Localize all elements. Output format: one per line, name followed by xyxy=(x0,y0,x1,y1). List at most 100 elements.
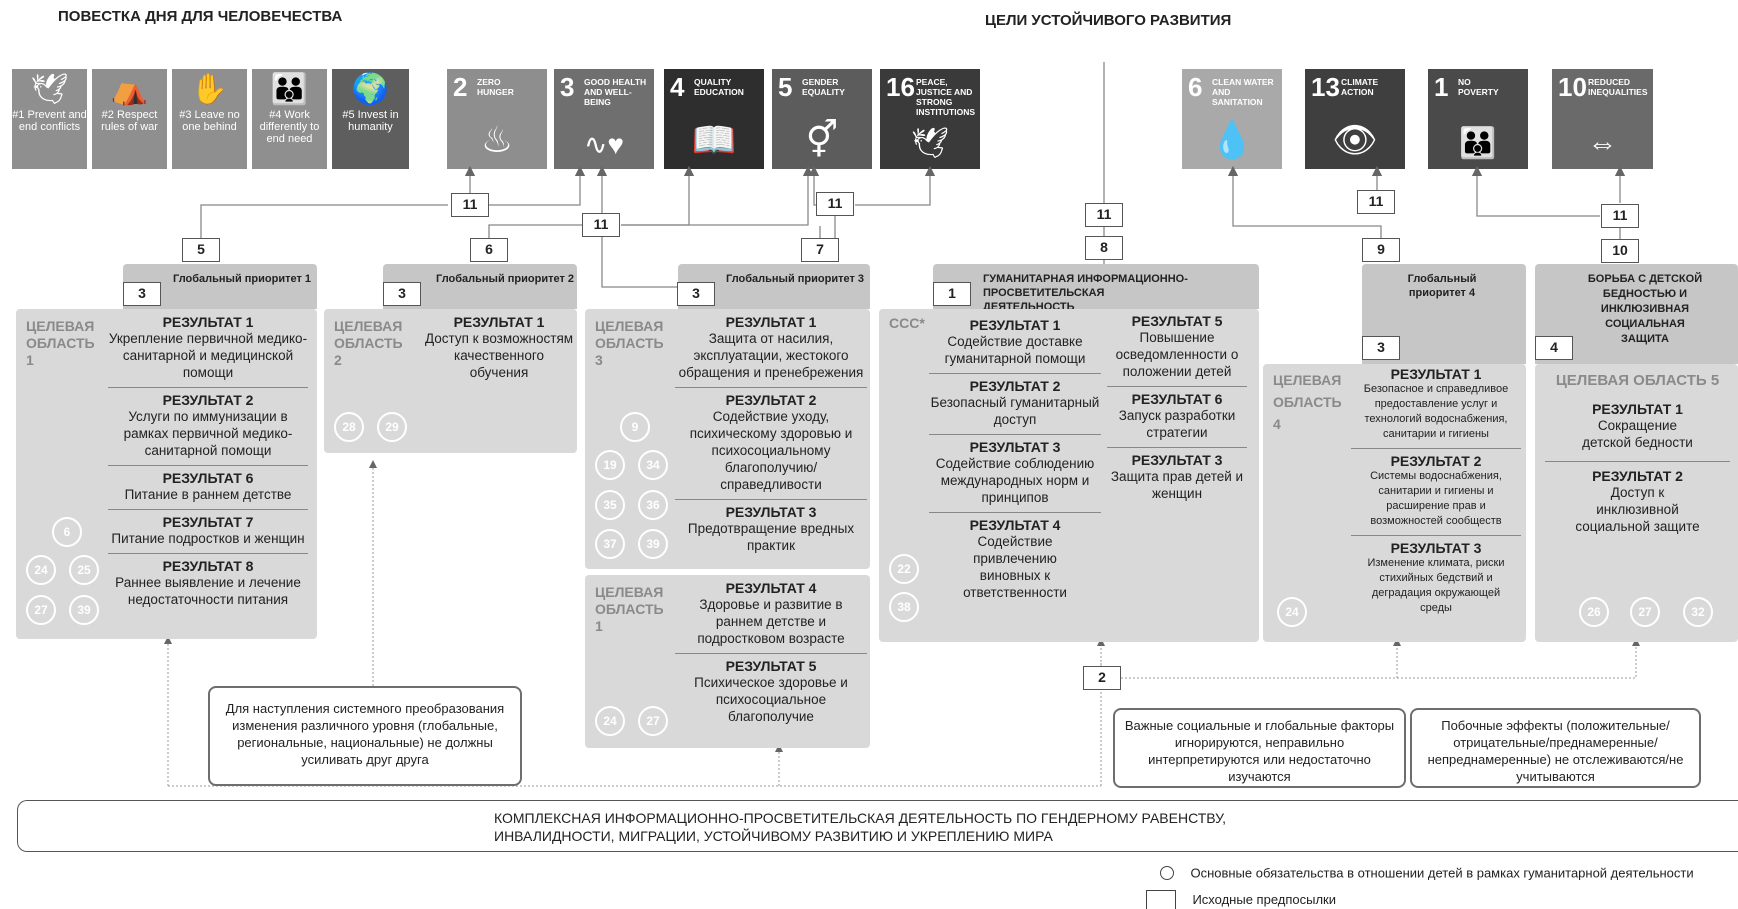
area-label: ЦЕЛЕВАЯ ОБЛАСТЬ 1 xyxy=(26,318,95,368)
result-title: РЕЗУЛЬТАТ 3 xyxy=(1390,540,1482,556)
result-title: РЕЗУЛЬТАТ 3 xyxy=(725,504,817,520)
ccc-circle: 32 xyxy=(1683,597,1713,627)
arrows-equal-icon: ⇔ xyxy=(1587,127,1618,160)
sdg-name: GOOD HEALTH AND WELL-BEING xyxy=(584,77,647,107)
result-title: РЕЗУЛЬТАТ 1 xyxy=(453,314,545,330)
sdg-number: 3 xyxy=(560,72,575,102)
connector-box-10: 10 xyxy=(1601,239,1639,263)
note-text: Для наступления системного преобразовани… xyxy=(225,701,505,767)
connector-box-8: 8 xyxy=(1085,236,1123,260)
assumption-box-3: 3 xyxy=(1362,336,1400,360)
sdg-number: 5 xyxy=(778,72,793,102)
legend-box-label: Исходные предпосылки xyxy=(1192,892,1336,907)
heartbeat-icon: ∿♥ xyxy=(583,129,625,160)
area-label: ЦЕЛЕВАЯ ОБЛАСТЬ 1 xyxy=(595,584,664,634)
sdg-tile-1: 1 NO POVERTY 👪 xyxy=(1428,69,1528,169)
sdg-tile-2: 2 ZERO HUNGER ♨ xyxy=(447,69,547,169)
connector-box-9: 9 xyxy=(1362,238,1400,262)
sdg-name: ZERO HUNGER xyxy=(477,77,514,97)
panel-area-5: ЦЕЛЕВАЯ ОБЛАСТЬ 5 РЕЗУЛЬТАТ 1 Сокращение… xyxy=(1535,364,1738,642)
sdg-tile-10: 10 REDUCED INEQUALITIES ⇔ xyxy=(1552,69,1653,169)
ccc-circle: 39 xyxy=(69,595,99,625)
sdg-tile-16: 16 PEACE, JUSTICE AND STRONG INSTITUTION… xyxy=(880,69,980,169)
ccc-circle: 25 xyxy=(69,555,99,585)
dove-handshake-icon: 🕊 xyxy=(30,73,69,106)
sdg-number: 4 xyxy=(670,72,685,102)
priority-tab-label: БОРЬБА С ДЕТСКОЙ БЕДНОСТЬЮ И ИНКЛЮЗИВНАЯ… xyxy=(1587,273,1703,345)
sdg-tile-6: 6 CLEAN WATER AND SANITATION 💧 xyxy=(1182,69,1282,169)
agenda-tile-1: 🕊 #1 Prevent and end conflicts xyxy=(12,69,87,169)
ccc-circle: 36 xyxy=(638,490,668,520)
area-label: ЦЕЛЕВАЯ ОБЛАСТЬ 5 xyxy=(1555,372,1720,389)
result-text: Содействие доставке гуманитарной помощи xyxy=(944,334,1086,366)
sdg-name: REDUCED INEQUALITIES xyxy=(1588,77,1648,97)
result-text: Изменение климата, риски стихийных бедст… xyxy=(1367,557,1505,614)
result-title: РЕЗУЛЬТАТ 1 xyxy=(969,317,1061,333)
connector-box-11: 11 xyxy=(582,213,620,237)
sdg-tile-4: 4 QUALITY EDUCATION 📖 xyxy=(664,69,764,169)
result-title: РЕЗУЛЬТАТ 4 xyxy=(969,517,1061,533)
result-title: РЕЗУЛЬТАТ 5 xyxy=(1131,313,1223,329)
assumption-box-2: 2 xyxy=(1083,666,1121,690)
result-text: Запуск разработки стратегии xyxy=(1118,408,1236,440)
legend-box-icon xyxy=(1146,890,1176,909)
note-factors: Важные социальные и глобальные факторы и… xyxy=(1113,708,1406,788)
note-text: Побочные эффекты (положительные/отрицате… xyxy=(1427,718,1684,784)
note-systemic: Для наступления системного преобразовани… xyxy=(208,686,522,786)
agenda-tile-3: ✋ #3 Leave no one behind xyxy=(172,69,247,169)
assumption-box-3: 3 xyxy=(383,282,421,306)
connector-box-6: 6 xyxy=(470,238,508,262)
ccc-circle: 9 xyxy=(620,412,650,442)
agenda-tile-5: 🌍 #5 Invest in humanity xyxy=(332,69,409,169)
sdg-number: 10 xyxy=(1558,72,1587,102)
result-text: Доступ к инклюзивной социальной защите xyxy=(1575,485,1700,534)
note-side-effects: Побочные эффекты (положительные/отрицате… xyxy=(1410,708,1701,788)
globe-hand-icon: 🌍 xyxy=(351,73,390,106)
result-text: Здоровье и развитие в раннем детстве и п… xyxy=(697,597,845,646)
connector-box-11: 11 xyxy=(816,192,854,216)
result-text: Повышение осведомленности о положении де… xyxy=(1115,330,1239,379)
result-title: РЕЗУЛЬТАТ 1 xyxy=(725,314,817,330)
result-text: Предотвращение вредных практик xyxy=(687,521,855,553)
result-text: Раннее выявление и лечение недостаточнос… xyxy=(115,575,301,607)
legend-circle-item: Основные обязательства в отношении детей… xyxy=(1160,864,1694,882)
connector-box-7: 7 xyxy=(801,238,839,262)
note-text: Важные социальные и глобальные факторы и… xyxy=(1124,718,1395,784)
legend-circle-label: Основные обязательства в отношении детей… xyxy=(1190,865,1694,881)
sdg-name: CLIMATE ACTION xyxy=(1341,77,1379,97)
ccc-circle: 39 xyxy=(638,529,668,559)
ccc-circle: 24 xyxy=(595,706,625,736)
area-label: ЦЕЛЕВАЯ ОБЛАСТЬ 4 xyxy=(1273,372,1342,432)
result-text: Системы водоснабжения, санитарии и гигие… xyxy=(1370,470,1502,527)
result-title: РЕЗУЛЬТАТ 2 xyxy=(1390,453,1482,469)
result-title: РЕЗУЛЬТАТ 8 xyxy=(162,558,254,574)
ccc-circle: 28 xyxy=(334,412,364,442)
connector-box-5: 5 xyxy=(182,238,220,262)
sdg-tile-13: 13 CLIMATE ACTION 👁 xyxy=(1305,69,1405,169)
assumption-box-3: 3 xyxy=(677,282,715,306)
sdg-number: 1 xyxy=(1434,72,1449,102)
result-text: Доступ к возможностям качественного обуч… xyxy=(424,331,574,380)
assumption-box-3: 3 xyxy=(123,282,161,306)
sdg-name: PEACE, JUSTICE AND STRONG INSTITUTIONS xyxy=(916,77,976,117)
result-text: Услуги по иммунизации в рамках первичной… xyxy=(123,409,293,458)
dove-gavel-icon: 🕊 xyxy=(910,127,950,160)
bottom-bar-line1: КОМПЛЕКСНАЯ ИНФОРМАЦИОННО-ПРОСВЕТИТЕЛЬСК… xyxy=(494,810,1227,826)
priority-tab-label: Глобальный приоритет 4 xyxy=(1407,273,1477,299)
ccc-circle: 22 xyxy=(889,554,919,584)
result-text: Укрепление первичной медико-санитарной и… xyxy=(108,331,308,380)
panel-area-2: ЦЕЛЕВАЯ ОБЛАСТЬ 2 РЕЗУЛЬТАТ 1 Доступ к в… xyxy=(324,309,577,453)
result-title: РЕЗУЛЬТАТ 2 xyxy=(1592,468,1683,484)
result-text: Содействие соблюдению международных норм… xyxy=(935,456,1095,505)
result-text: Питание в раннем детстве xyxy=(124,487,292,502)
result-text: Сокращение детской бедности xyxy=(1582,418,1693,450)
ccc-circle: 27 xyxy=(1630,597,1660,627)
result-title: РЕЗУЛЬТАТ 6 xyxy=(1131,391,1223,407)
result-text: Безопасное и справедливое предоставление… xyxy=(1363,383,1509,440)
hands-icon: ✋ xyxy=(190,73,229,106)
priority-tab-label: Глобальный приоритет 2 xyxy=(436,273,575,285)
result-title: РЕЗУЛЬТАТ 1 xyxy=(162,314,254,330)
ccc-circle: 34 xyxy=(638,450,668,480)
gender-equality-icon: ⚥ xyxy=(805,119,839,160)
